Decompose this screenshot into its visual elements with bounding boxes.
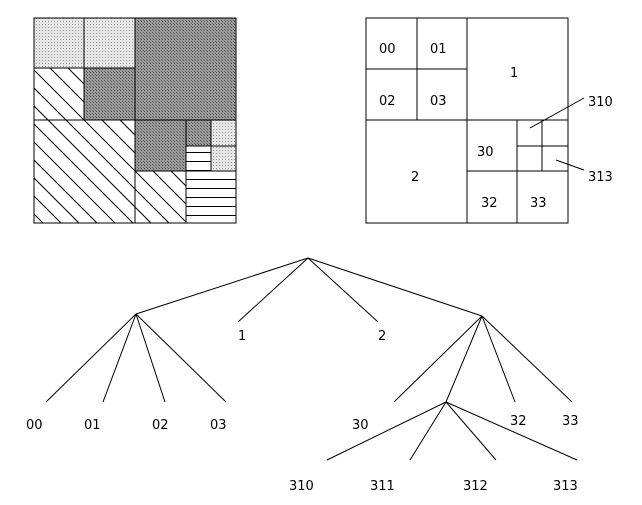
- tree-node-01: 01: [84, 418, 101, 433]
- cell-label-01: 01: [430, 42, 447, 57]
- edge-root-3: [307, 257, 483, 317]
- tree-node-00: 00: [26, 418, 43, 433]
- edge-3-32: [481, 315, 516, 403]
- tree-node-311: 311: [370, 479, 395, 494]
- tree-node-03: 03: [210, 418, 227, 433]
- region-03: [84, 68, 135, 120]
- region-30: [135, 120, 186, 171]
- tree-node-30: 30: [352, 418, 369, 433]
- callout-line-313: [555, 159, 585, 171]
- edge-root-2: [307, 257, 379, 323]
- edge-3-31: [445, 315, 483, 403]
- edge-31-313: [445, 401, 578, 461]
- region-00: [34, 18, 84, 68]
- region-2: [34, 120, 135, 223]
- edge-0-01: [102, 313, 137, 403]
- region-32: [135, 171, 186, 223]
- pattern-quadtree: [33, 17, 237, 224]
- tree-node-310: 310: [289, 479, 314, 494]
- edge-31-310: [326, 401, 447, 461]
- region-01: [84, 18, 135, 68]
- region-310: [186, 120, 211, 146]
- cell-label-03: 03: [430, 94, 447, 109]
- region-311: [211, 120, 236, 146]
- callout-line-310: [529, 97, 585, 129]
- edge-root-0: [135, 257, 309, 315]
- cell-label-02: 02: [379, 94, 396, 109]
- edge-0-02: [135, 313, 166, 403]
- tree-node-1: 1: [238, 329, 246, 344]
- labeled-quadtree-grid: 00 01 02 03 1 2 30 32 33 310 313: [365, 17, 613, 224]
- cell-label-30: 30: [477, 145, 494, 160]
- cell-label-1: 1: [510, 66, 518, 81]
- tree-node-33: 33: [562, 414, 579, 429]
- edge-root-1: [237, 257, 309, 323]
- callout-label-310: 310: [588, 95, 613, 110]
- quadtree-tree: 1 2 00 01 02 03 30 32 33 310 311 312 313: [26, 257, 579, 494]
- tree-node-02: 02: [152, 418, 169, 433]
- region-312: [186, 146, 211, 171]
- edge-3-30: [393, 315, 483, 403]
- edge-0-00: [45, 313, 137, 403]
- edge-31-311: [409, 401, 447, 461]
- cell-label-33: 33: [530, 196, 547, 211]
- region-313: [211, 146, 236, 171]
- cell-label-2: 2: [411, 170, 419, 185]
- tree-node-312: 312: [463, 479, 488, 494]
- tree-node-2: 2: [378, 329, 386, 344]
- callout-label-313: 313: [588, 170, 613, 185]
- edge-0-03: [135, 313, 227, 403]
- region-02: [34, 68, 84, 120]
- cell-label-32: 32: [481, 196, 498, 211]
- edge-3-33: [481, 315, 573, 403]
- region-1: [135, 18, 236, 120]
- tree-node-313: 313: [553, 479, 578, 494]
- cell-label-00: 00: [379, 42, 396, 57]
- region-33: [186, 171, 236, 223]
- edge-31-312: [445, 401, 497, 461]
- tree-node-32: 32: [510, 414, 527, 429]
